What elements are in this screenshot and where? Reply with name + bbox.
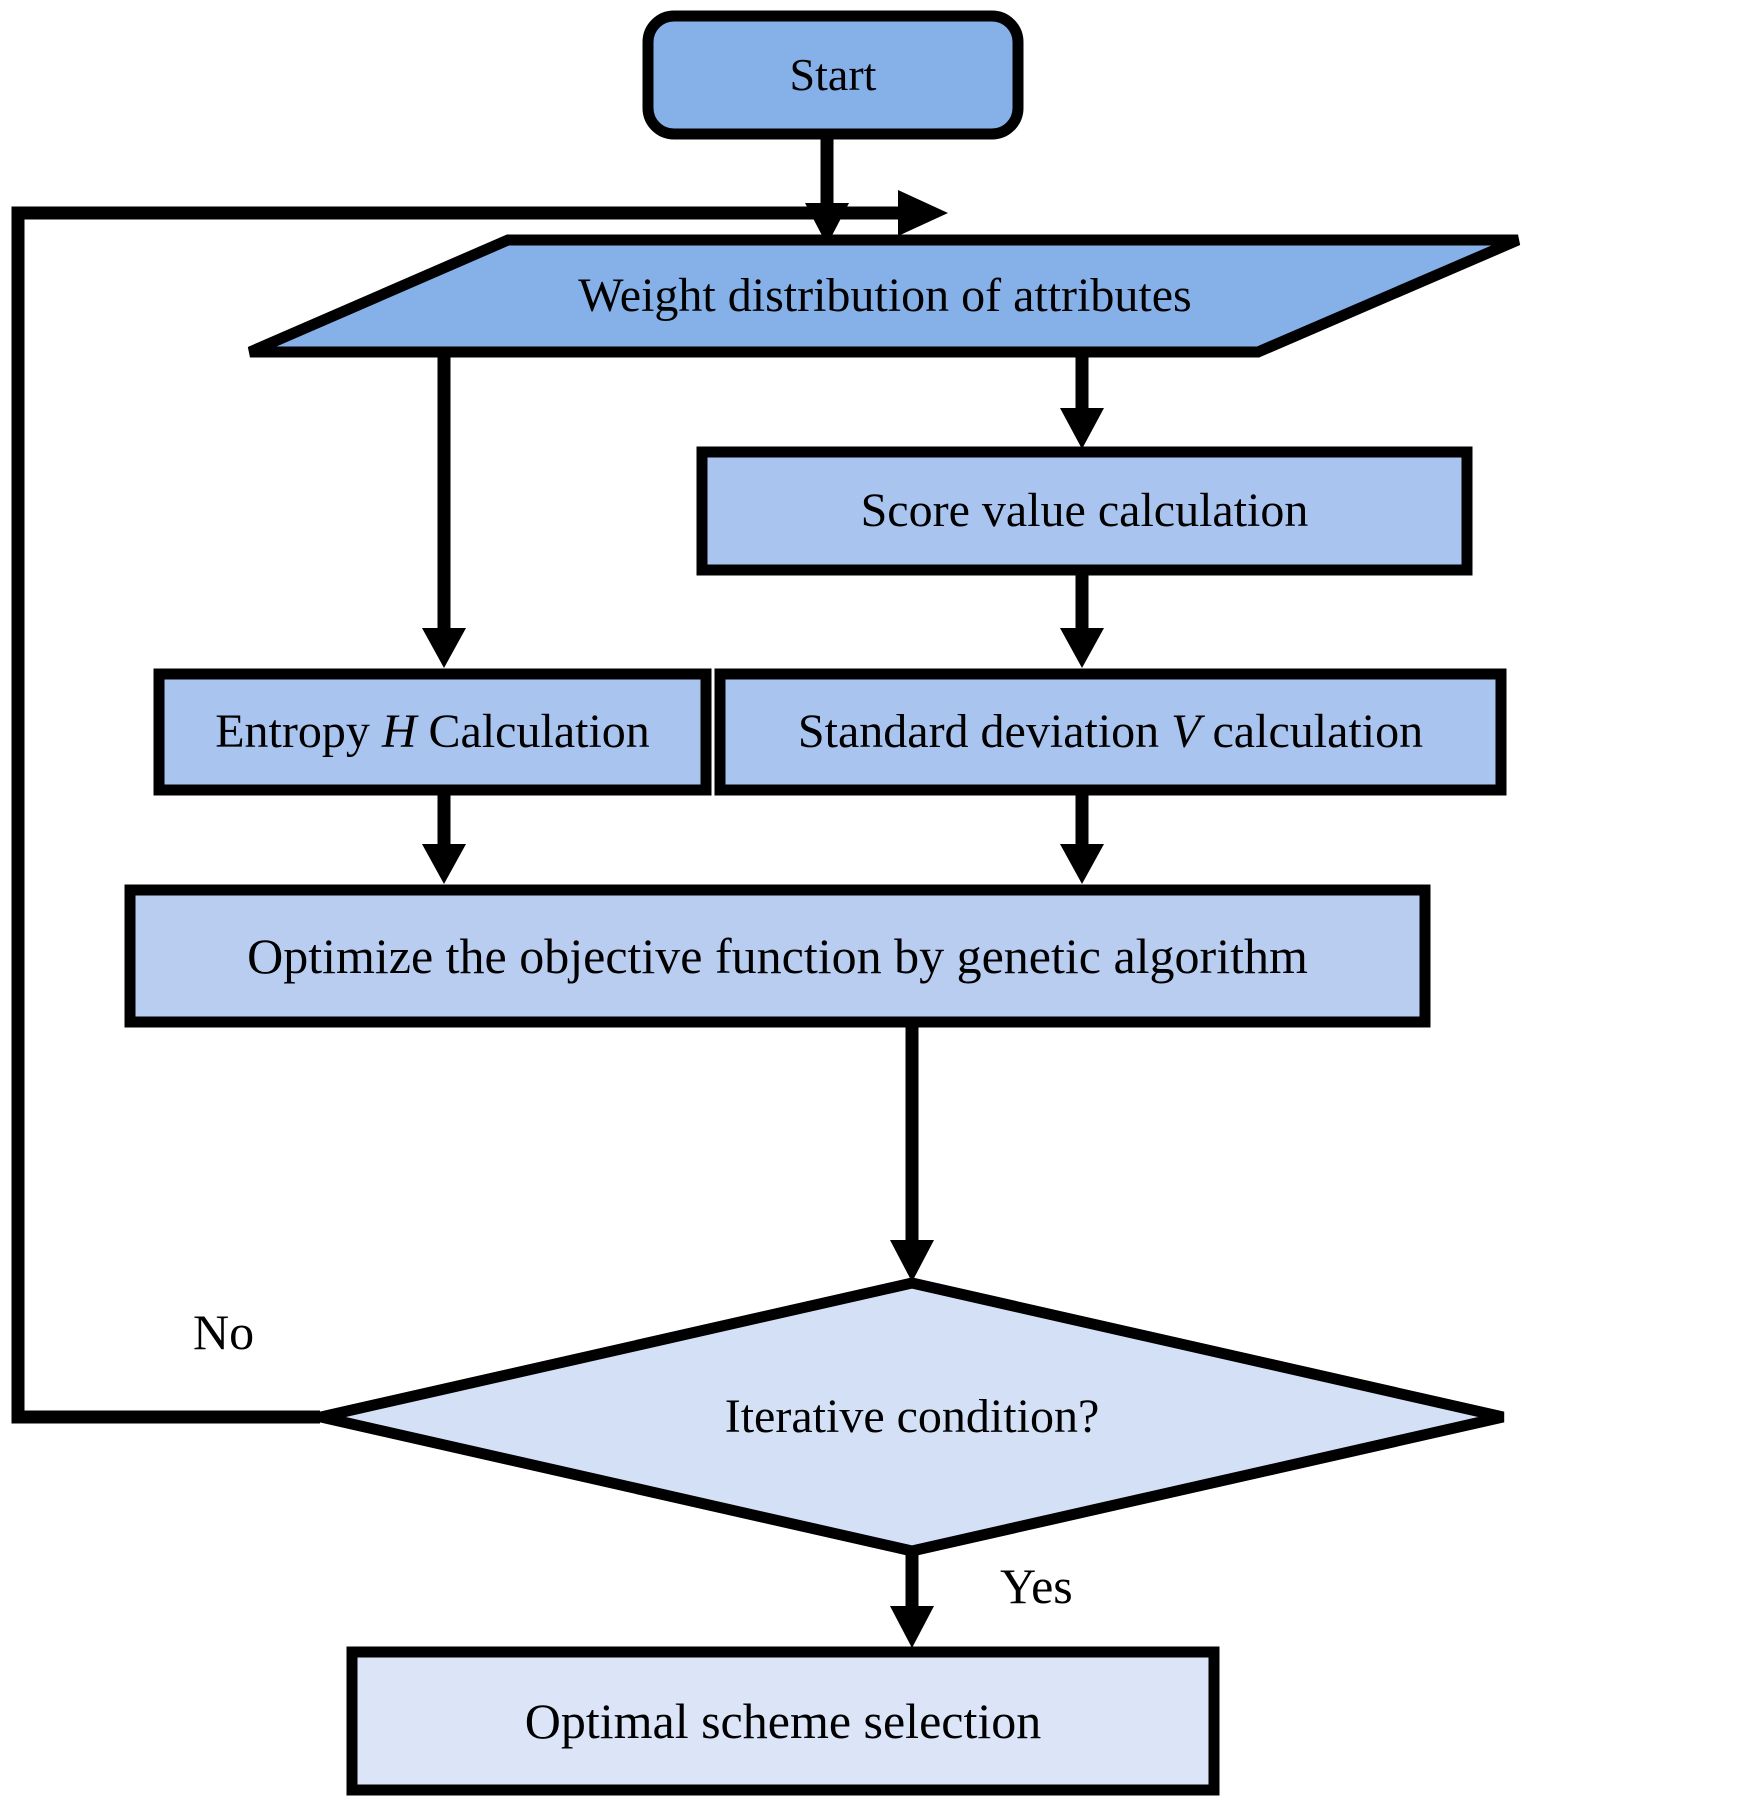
- node-iterative-condition-shape[interactable]: [319, 1277, 1505, 1557]
- node-weight-distribution[interactable]: [250, 240, 1518, 352]
- edge-condition-no-loop: [11, 190, 948, 1424]
- node-genetic-algorithm-shape[interactable]: [124, 884, 1431, 1028]
- edge-label-no: No: [193, 1303, 254, 1361]
- edge-start-to-weight: [805, 136, 849, 245]
- node-genetic-algorithm[interactable]: [130, 890, 1425, 1022]
- node-start[interactable]: [648, 16, 1018, 134]
- edge-weight-to-score: [1060, 356, 1104, 449]
- node-score-value[interactable]: [702, 452, 1467, 570]
- edge-score-to-stddev: [1060, 571, 1104, 668]
- yes-text: Yes: [1000, 1558, 1073, 1614]
- edge-weight-to-entropy: [422, 356, 466, 668]
- node-optimal-scheme[interactable]: [352, 1652, 1214, 1790]
- edge-entropy-to-ga: [422, 791, 466, 884]
- node-weight-distribution-shape[interactable]: [247, 234, 1521, 358]
- node-standard-deviation-shape[interactable]: [714, 668, 1507, 796]
- edge-condition-yes: [890, 1552, 934, 1648]
- node-entropy[interactable]: [159, 674, 706, 790]
- node-standard-deviation[interactable]: [720, 674, 1501, 790]
- node-entropy-shape[interactable]: [153, 668, 712, 796]
- node-optimal-scheme-shape[interactable]: [346, 1646, 1220, 1796]
- node-start-shape[interactable]: [642, 10, 1024, 140]
- edge-ga-to-condition: [890, 1023, 934, 1282]
- node-iterative-condition[interactable]: [321, 1283, 1503, 1551]
- edge-stddev-to-ga: [1060, 791, 1104, 884]
- node-score-value-shape[interactable]: [696, 446, 1473, 576]
- no-text: No: [193, 1304, 255, 1360]
- edge-label-yes: Yes: [1000, 1557, 1073, 1615]
